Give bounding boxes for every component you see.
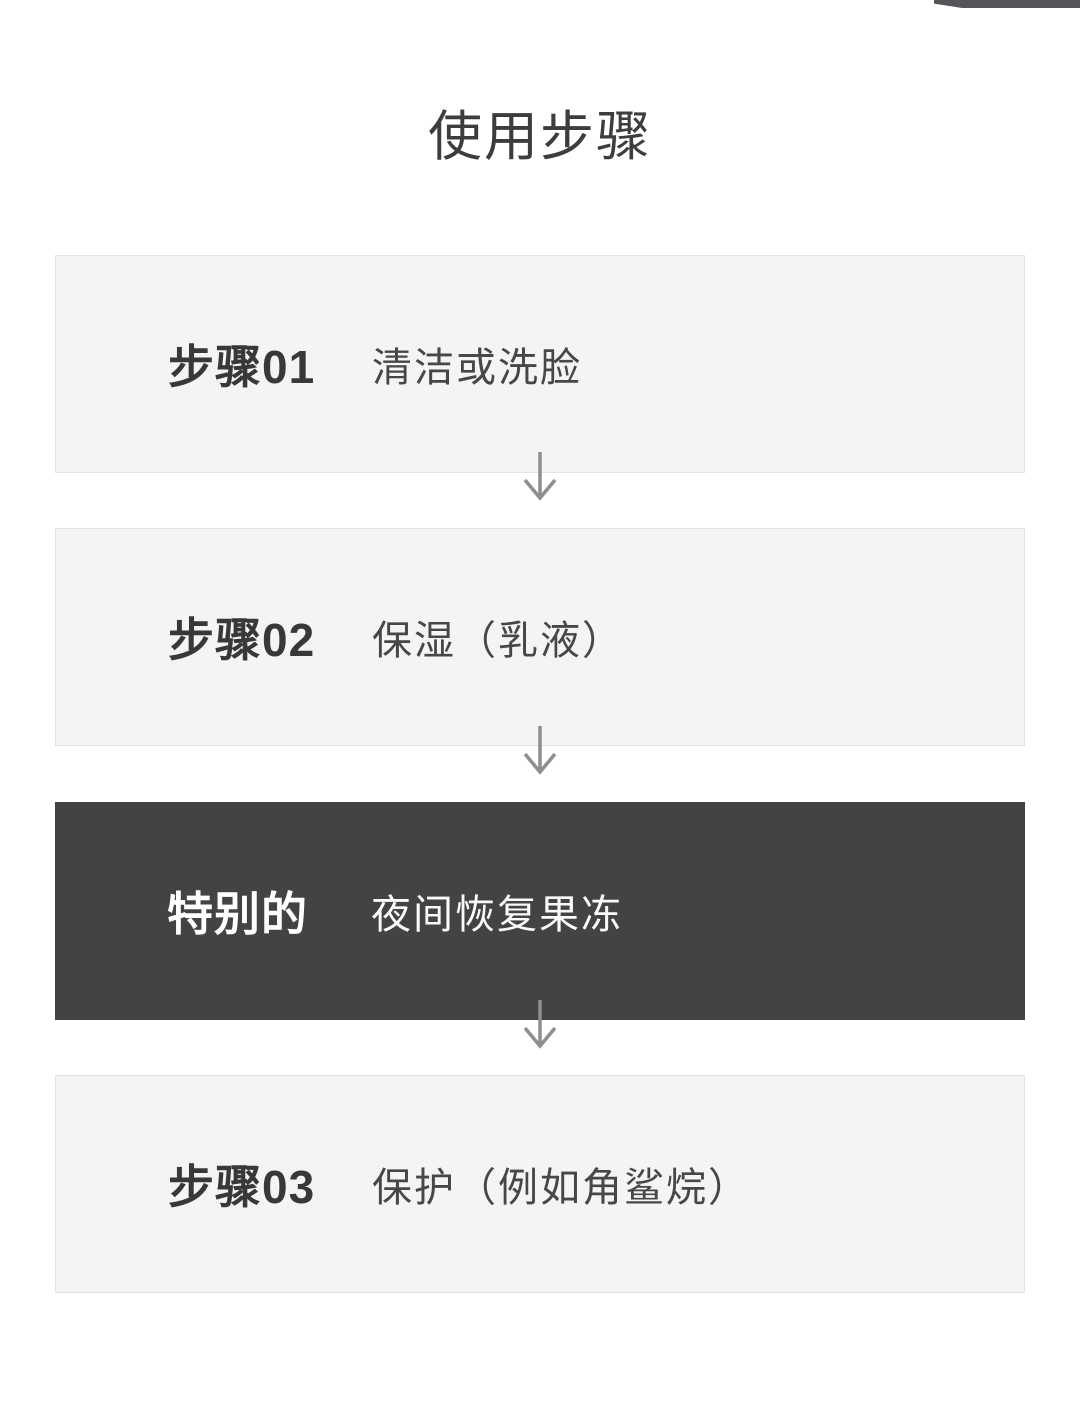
step-box-2: 步骤02 保湿（乳液）: [55, 528, 1025, 746]
step-label: 特别的: [167, 888, 308, 940]
down-arrow-icon: [522, 998, 558, 1050]
step-label: 步骤03: [168, 1161, 316, 1213]
step-value: 保湿（乳液）: [372, 619, 624, 663]
step-value: 清洁或洗脸: [372, 346, 582, 390]
step-box-3: 步骤03 保护（例如角鲨烷）: [55, 1075, 1025, 1293]
down-arrow-icon: [522, 724, 558, 776]
step-row: 步骤02 保湿（乳液）: [56, 529, 1024, 745]
top-right-artifact-bar: [934, 0, 1080, 8]
step-box-1: 步骤01 清洁或洗脸: [55, 255, 1025, 473]
down-arrow-icon: [522, 450, 558, 502]
page-title: 使用步骤: [428, 107, 652, 167]
step-value: 保护（例如角鲨烷）: [372, 1166, 750, 1210]
step-box-special: 特别的 夜间恢复果冻: [55, 802, 1025, 1020]
step-value: 夜间恢复果冻: [371, 893, 623, 937]
step-label: 步骤02: [168, 614, 316, 666]
step-row: 步骤03 保护（例如角鲨烷）: [56, 1076, 1024, 1292]
step-row: 步骤01 清洁或洗脸: [56, 256, 1024, 472]
step-row: 特别的 夜间恢复果冻: [55, 802, 1025, 1020]
step-label: 步骤01: [168, 341, 316, 393]
